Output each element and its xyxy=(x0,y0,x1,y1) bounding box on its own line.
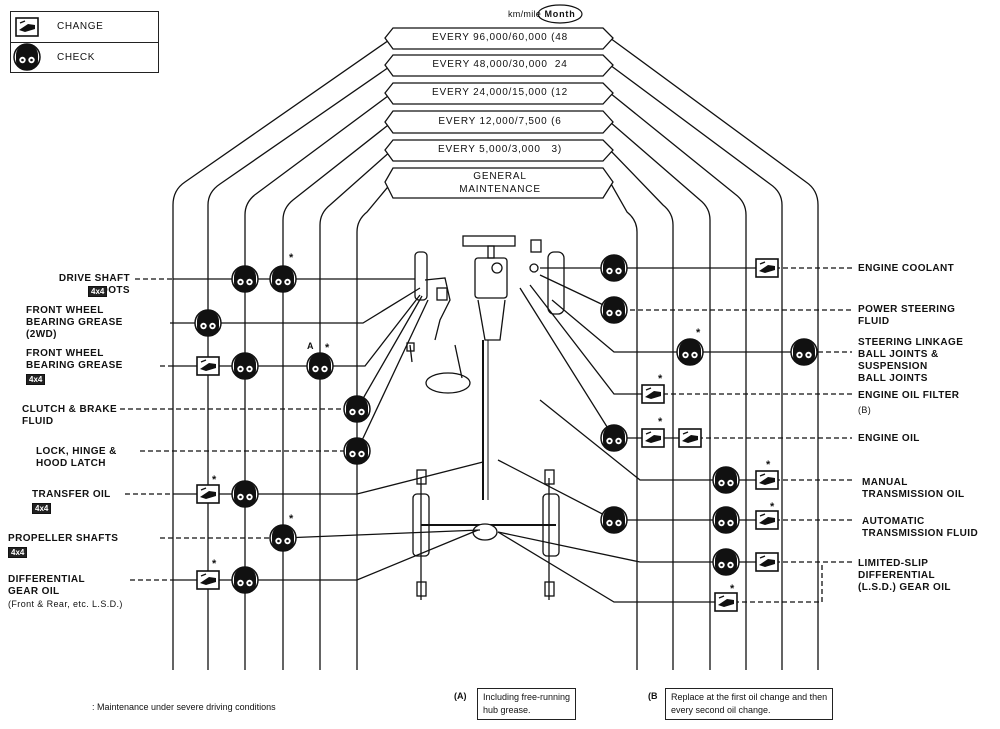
severe-mark: * xyxy=(696,327,701,339)
change-icon xyxy=(196,484,220,504)
check-icon xyxy=(676,338,704,366)
label-drive-shaft-boots: DRIVE SHAFT BOOTS xyxy=(58,273,130,296)
label-lsd-gear-oil: LIMITED-SLIP DIFFERENTIAL (L.S.D.) GEAR … xyxy=(858,558,951,593)
label-engine-coolant: ENGINE COOLANT xyxy=(858,263,955,274)
change-icon xyxy=(755,552,779,572)
tag-4x4: 4x4 xyxy=(88,286,108,297)
check-icon xyxy=(600,424,628,452)
month-label: Month xyxy=(544,9,576,19)
label-engine-oil-filter: ENGINE OIL FILTER xyxy=(858,390,960,401)
note-b-key: (B xyxy=(648,691,658,701)
change-icon xyxy=(196,570,220,590)
severe-mark: * xyxy=(658,416,663,428)
change-icon xyxy=(755,470,779,490)
interval-5000: EVERY 5,000/3,000 3) xyxy=(438,144,562,155)
legend: CHANGE CHECK xyxy=(10,11,159,73)
check-icon xyxy=(343,395,371,423)
label-fw-grease-2wd: FRONT WHEEL BEARING GREASE (2WD) xyxy=(26,305,123,340)
label-clutch-brake-fluid: CLUTCH & BRAKE FLUID xyxy=(22,404,118,427)
check-icon xyxy=(790,338,818,366)
note-a-text: Including free-running hub grease. xyxy=(477,688,577,720)
units-label: km/mile xyxy=(508,9,542,19)
label-differential-gear-oil: DIFFERENTIAL GEAR OIL xyxy=(8,574,86,597)
general-maintenance-label: GENERAL MAINTENANCE xyxy=(459,171,541,195)
severe-mark: * xyxy=(212,558,217,570)
interval-24000: EVERY 24,000/15,000 (12 xyxy=(432,87,568,98)
severe-mark: * xyxy=(212,474,217,486)
label-differential-sub: (Front & Rear, etc. L.S.D.) xyxy=(8,599,123,609)
label-transfer-oil: TRANSFER OIL xyxy=(32,489,111,500)
label-propeller-shafts: PROPELLER SHAFTS xyxy=(8,533,119,544)
check-icon xyxy=(712,466,740,494)
change-icon xyxy=(755,510,779,530)
label-oil-filter-ref: (B) xyxy=(858,405,872,415)
severe-mark: * xyxy=(766,459,771,471)
interval-96000: EVERY 96,000/60,000 (48 xyxy=(432,32,568,43)
check-icon xyxy=(194,309,222,337)
check-icon xyxy=(231,265,259,293)
check-icon xyxy=(600,254,628,282)
note-a-mark: A xyxy=(307,341,314,351)
check-icon xyxy=(600,296,628,324)
interval-12000: EVERY 12,000/7,500 (6 xyxy=(438,116,562,127)
check-icon xyxy=(231,480,259,508)
severe-mark: * xyxy=(325,342,330,354)
tag-4x4: 4x4 xyxy=(26,374,46,385)
check-icon xyxy=(231,352,259,380)
severe-mark: * xyxy=(770,501,775,513)
check-icon xyxy=(306,352,334,380)
note-severe-conditions: : Maintenance under severe driving condi… xyxy=(92,702,276,712)
check-icon xyxy=(712,548,740,576)
label-fw-grease-4x4: FRONT WHEEL BEARING GREASE xyxy=(26,348,123,371)
change-icon xyxy=(714,592,738,612)
change-icon xyxy=(641,384,665,404)
note-a-key: (A) xyxy=(454,691,467,701)
change-icon xyxy=(196,356,220,376)
legend-change-label: CHANGE xyxy=(57,21,104,32)
legend-check-row: CHECK xyxy=(11,42,158,73)
change-icon xyxy=(678,428,702,448)
label-steering-linkage: STEERING LINKAGE BALL JOINTS & SUSPENSIO… xyxy=(858,337,964,384)
check-icon xyxy=(343,437,371,465)
severe-mark: * xyxy=(730,583,735,595)
month-oval xyxy=(537,4,583,24)
check-icon xyxy=(231,566,259,594)
label-automatic-transmission-fluid: AUTOMATIC TRANSMISSION FLUID xyxy=(862,516,979,539)
label-power-steering-fluid: POWER STEERING FLUID xyxy=(858,304,956,327)
severe-mark: * xyxy=(658,373,663,385)
tag-4x4: 4x4 xyxy=(32,503,52,514)
label-lock-hinge-latch: LOCK, HINGE & HOOD LATCH xyxy=(36,446,117,469)
interval-boxes xyxy=(384,27,614,199)
label-manual-transmission-oil: MANUAL TRANSMISSION OIL xyxy=(862,477,965,500)
check-icon xyxy=(712,506,740,534)
severe-mark: * xyxy=(289,252,294,264)
check-symbols xyxy=(194,254,818,594)
check-icon xyxy=(269,524,297,552)
note-b-text: Replace at the first oil change and then… xyxy=(665,688,834,720)
severe-mark: * xyxy=(289,513,294,525)
legend-check-label: CHECK xyxy=(57,52,96,63)
change-icon xyxy=(755,258,779,278)
change-icon xyxy=(641,428,665,448)
interval-48000: EVERY 48,000/30,000 24 xyxy=(432,59,568,70)
check-icon xyxy=(269,265,297,293)
label-engine-oil: ENGINE OIL xyxy=(858,433,920,444)
check-icon xyxy=(600,506,628,534)
tag-4x4: 4x4 xyxy=(8,547,28,558)
leader-lines-right xyxy=(497,267,852,603)
legend-change-row: CHANGE xyxy=(11,12,158,42)
chassis-drawing xyxy=(406,235,565,600)
